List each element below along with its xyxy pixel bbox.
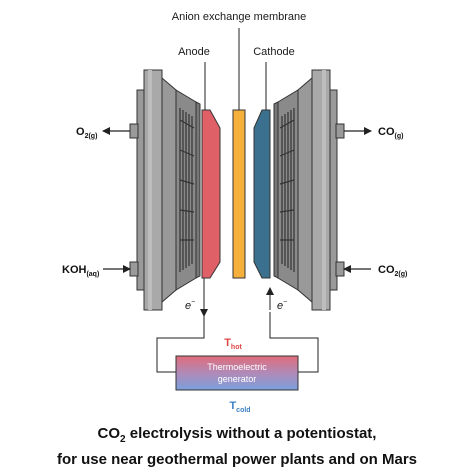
- figure-caption: CO2 electrolysis without a potentiostat,…: [0, 424, 474, 470]
- right-bottom-port: [335, 261, 345, 277]
- o2-label: O2(g): [76, 126, 97, 140]
- left-top-port: [129, 123, 139, 139]
- cathode-electrode: [253, 109, 271, 279]
- right-end-plate: [273, 69, 338, 311]
- anode-label: Anode: [178, 46, 210, 58]
- anode-electrode: [201, 109, 221, 279]
- left-end-plate: [136, 69, 201, 311]
- caption-line-1: CO2 electrolysis without a potentiostat,: [97, 425, 377, 445]
- right-top-port: [335, 123, 345, 139]
- membrane-label: Anion exchange membrane: [172, 11, 307, 23]
- right-wire-loop: [269, 312, 319, 373]
- koh-label: KOH(aq): [62, 264, 99, 278]
- thermoelectric-generator: [175, 355, 299, 391]
- electron-left-label: e−: [185, 299, 195, 312]
- left-wire-loop: [156, 312, 205, 373]
- left-bottom-port: [129, 261, 139, 277]
- teg-label-line1: Thermoelectric: [207, 362, 267, 372]
- caption-line-2: for use near geothermal power plants and…: [56, 451, 418, 468]
- cathode-label: Cathode: [253, 46, 295, 58]
- teg-label-line2: generator: [218, 374, 257, 384]
- t-cold-label: Tcold: [229, 400, 250, 414]
- co2-label: CO2(g): [378, 264, 407, 278]
- left-flow-field: [179, 108, 195, 272]
- co-label: CO(g): [378, 126, 403, 140]
- anion-exchange-membrane: [232, 109, 246, 279]
- right-flow-field: [279, 108, 295, 272]
- electron-right-label: e−: [277, 299, 287, 312]
- t-hot-label: Thot: [224, 337, 242, 351]
